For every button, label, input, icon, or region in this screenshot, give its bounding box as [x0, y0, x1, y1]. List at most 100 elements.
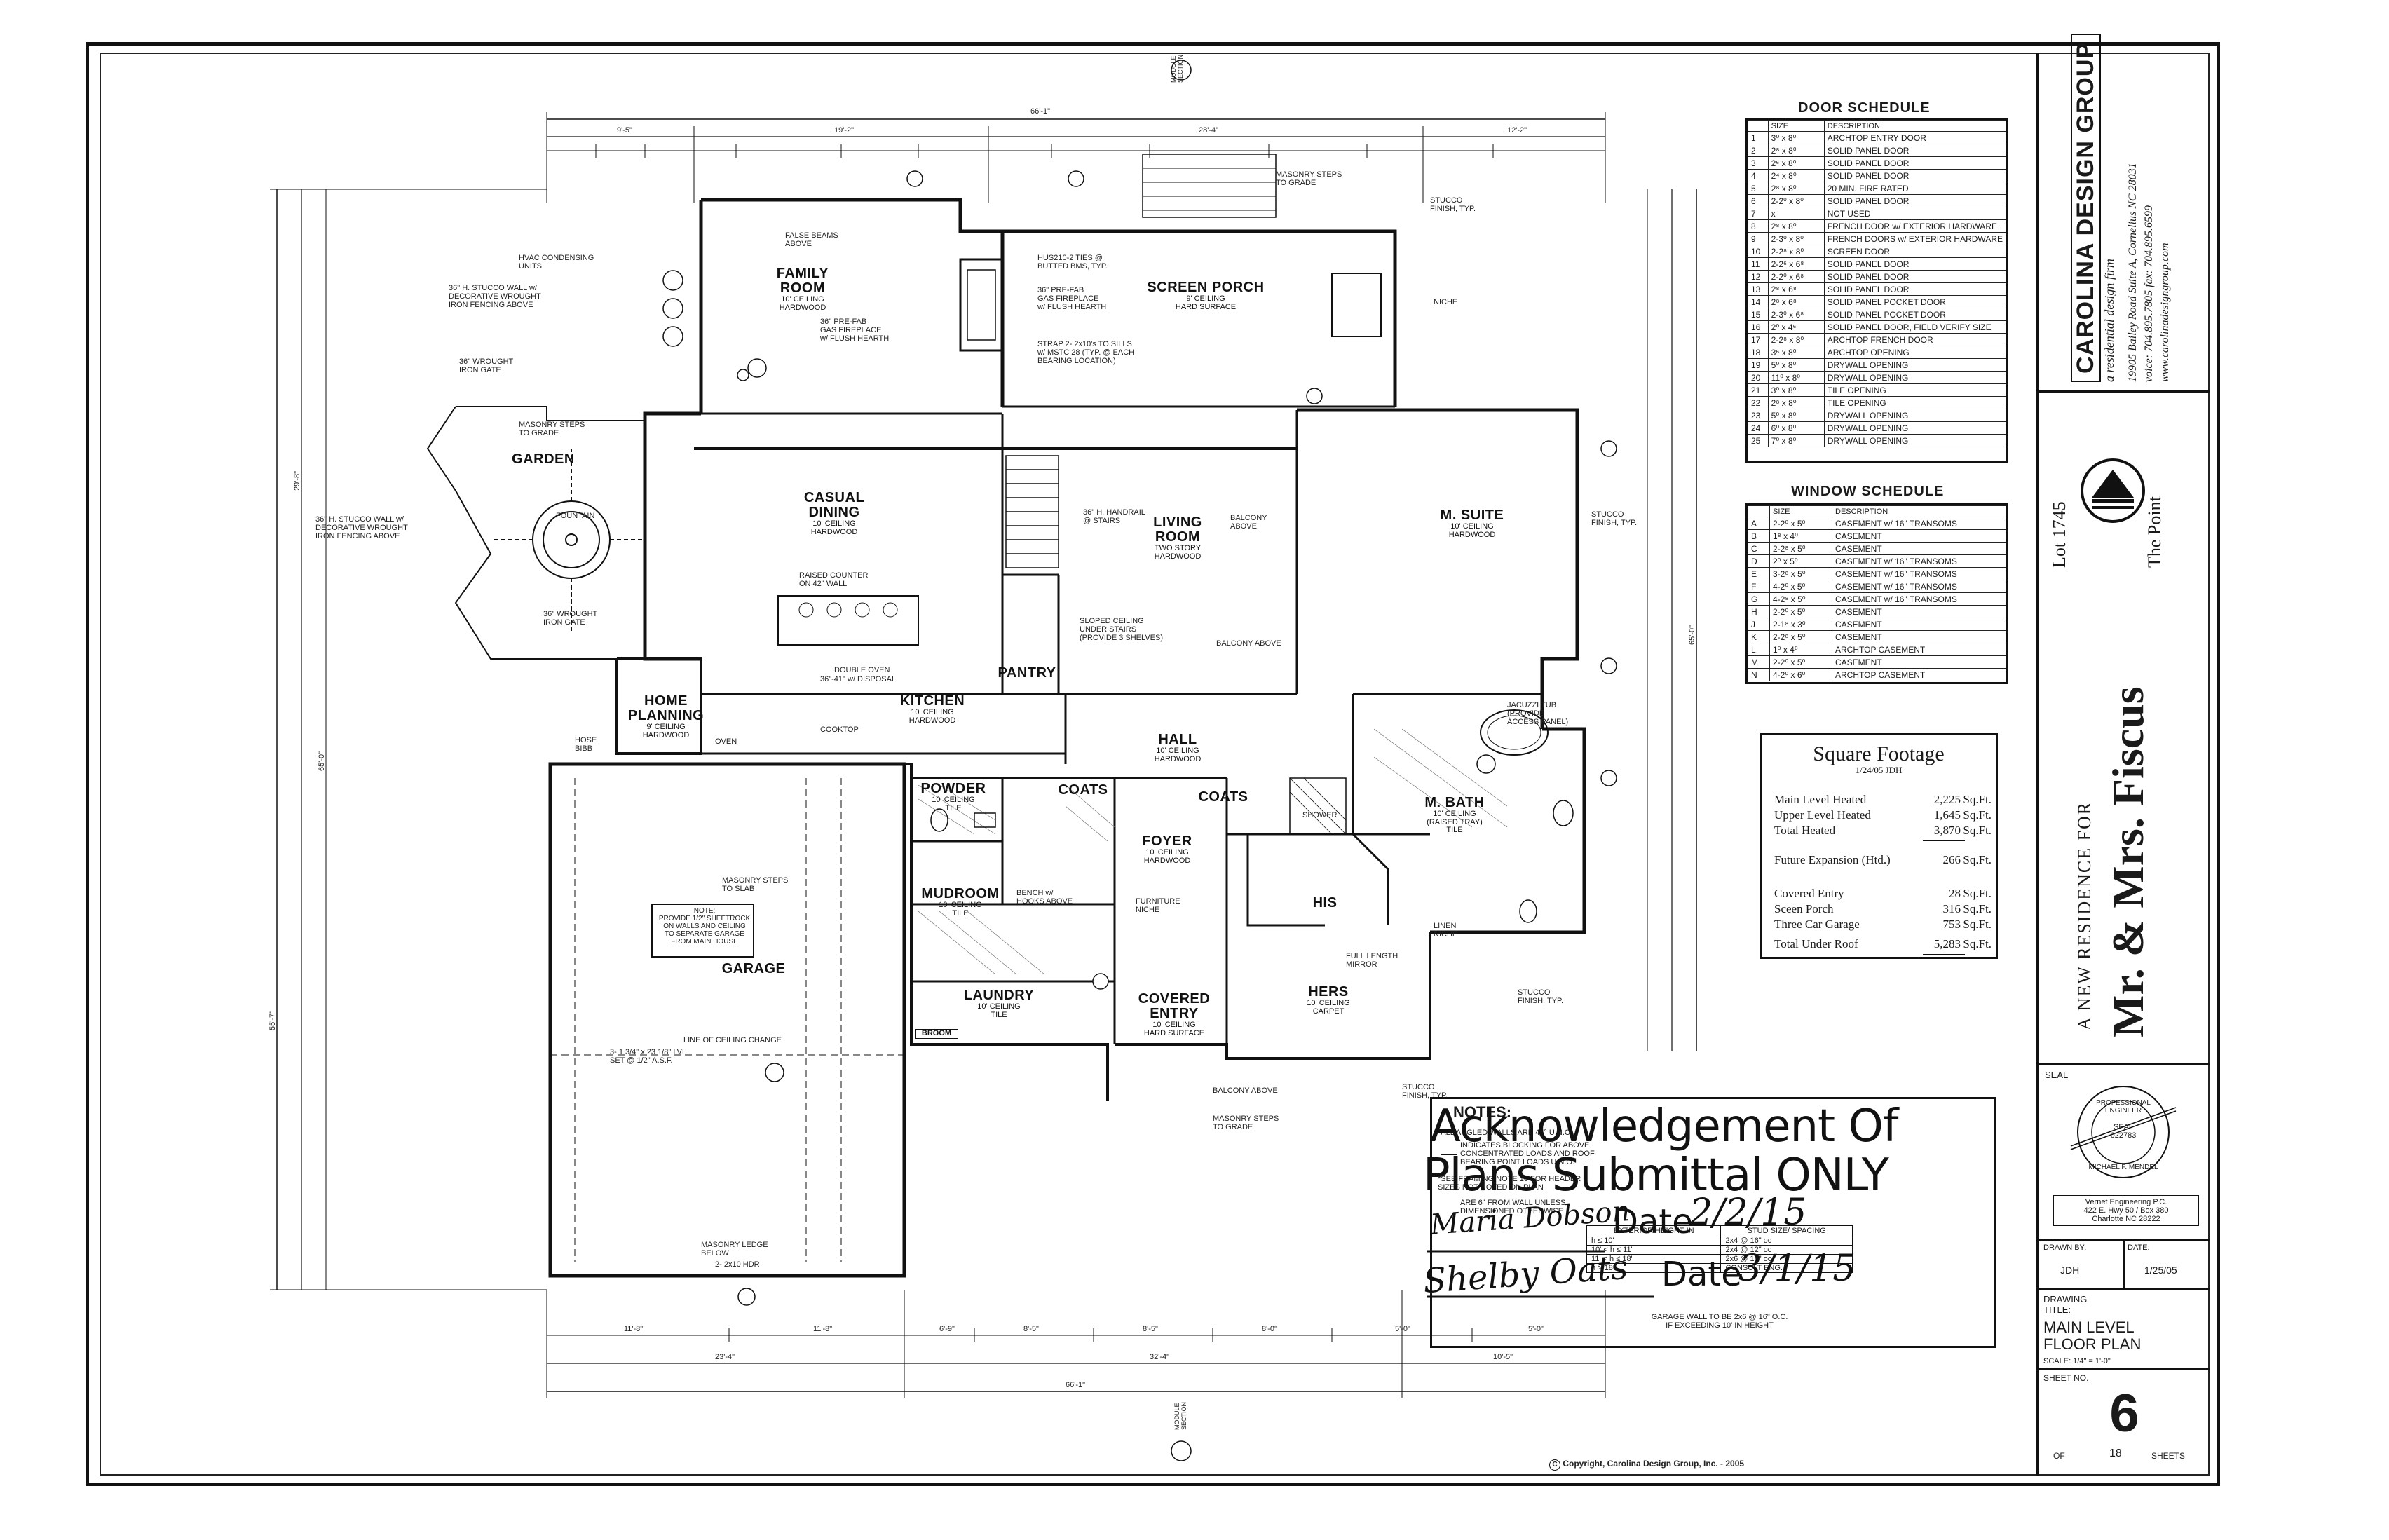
room-living: LIVING ROOM TWO STORY HARDWOOD: [1136, 515, 1220, 561]
table-cell: CASEMENT w/ 16" TRANSOMS: [1832, 567, 2006, 580]
sqft-value: 3,870: [1933, 824, 1961, 837]
drawing-title: MAIN LEVEL FLOOR PLAN: [2043, 1318, 2142, 1354]
note-handrail: 36" H. HANDRAIL @ STAIRS: [1083, 508, 1145, 526]
note-strap: STRAP 2- 2x10's TO SILLS w/ MSTC 28 (TYP…: [1037, 340, 1135, 366]
room-hers: HERS 10' CEILING CARPET: [1290, 985, 1367, 1016]
dim-b-c: 6'-9": [939, 1325, 955, 1333]
note-hvac: HVAC CONDENSING UNITS: [519, 254, 594, 271]
table-cell: B: [1748, 529, 1770, 543]
table-cell: CASEMENT: [1832, 618, 2006, 631]
room-name: LAUNDRY: [963, 988, 1035, 1003]
sqft-label: Upper Level Heated: [1774, 808, 1871, 822]
note-balcony: BALCONY ABOVE: [1230, 514, 1267, 531]
blocking-symbol-icon: [1441, 1143, 1457, 1155]
note-fireplace: 36" PRE-FAB GAS FIREPLACE w/ FLUSH HEART…: [820, 318, 890, 343]
table-cell: 6⁰ x 8⁰: [1767, 421, 1825, 435]
table-cell: 3⁶ x 8⁰: [1767, 346, 1825, 359]
table-cell: CASEMENT: [1832, 630, 2006, 643]
table-cell: h > 18': [1586, 1263, 1722, 1273]
seal-label: SEAL: [2045, 1070, 2069, 1080]
room-name: LIVING ROOM: [1153, 515, 1202, 545]
table-header-row: SIZE DESCRIPTION: [1748, 120, 2007, 132]
table-cell: DRYWALL OPENING: [1823, 434, 2007, 447]
notes-line-1: *ALL ANGLED WALLS ARE 45° U.N.O.: [1438, 1129, 1573, 1137]
room-name: M. SUITE: [1440, 507, 1504, 523]
table-row: h > 18'CONSULT ENG.: [1586, 1263, 1853, 1273]
note-cooktop: COOKTOP: [820, 725, 859, 734]
table-cell: ARCHTOP FRENCH DOOR: [1823, 333, 2007, 346]
room-name: BROOM: [921, 1029, 952, 1037]
table-cell: 2⁸ x 8⁰: [1767, 182, 1825, 195]
room-name: MUDROOM: [921, 886, 1000, 901]
copyright-text: Copyright, Carolina Design Group, Inc. -…: [1563, 1459, 1745, 1469]
sqft-unit: Sq.Ft.: [1963, 824, 1992, 837]
table-cell: 20 MIN. FIRE RATED: [1823, 182, 2007, 195]
table-cell: CASEMENT w/ 16" TRANSOMS: [1832, 554, 2006, 568]
note-hose-bibb: HOSE BIBB: [575, 736, 597, 754]
room-name: FAMILY ROOM: [776, 266, 829, 296]
table-cell: A: [1748, 517, 1770, 530]
community-logo-icon: [2081, 458, 2145, 523]
dim-b-e: 8'-5": [1143, 1325, 1158, 1333]
room-name: HOME PLANNING: [627, 693, 705, 723]
drawn-by-label: DRAWN BY:: [2043, 1243, 2087, 1252]
table-cell: 2⁸ x 8⁰: [1767, 144, 1825, 157]
firm-tagline: a residential design firm: [2102, 259, 2116, 382]
column-header: SIZE: [1767, 120, 1825, 132]
table-header-row: SIZE DESCRIPTION: [1748, 505, 2006, 517]
drawn-by-value: JDH: [2060, 1265, 2080, 1276]
table-cell: 2-3⁰ x 8⁰: [1767, 232, 1825, 245]
table-cell: CASEMENT: [1832, 529, 2006, 543]
drawing-scale: SCALE: 1/4" = 1'-0": [2043, 1357, 2111, 1365]
seal-cell: SEAL PROFESSIONAL ENGINEER SEAL 022783 M…: [2039, 1065, 2210, 1241]
room-spec: 10' CEILING TILE: [939, 901, 982, 918]
note-masonry-steps: MASONRY STEPS TO GRADE: [519, 421, 585, 438]
table-cell: 3: [1748, 156, 1769, 170]
table-cell: CASEMENT: [1832, 655, 2006, 669]
note-masonry-grade: MASONRY STEPS TO GRADE: [1213, 1115, 1279, 1132]
room-name: SCREEN PORCH: [1147, 280, 1265, 295]
table-cell: 9: [1748, 232, 1769, 245]
room-spec: 10' CEILING (RAISED TRAY) TILE: [1427, 810, 1483, 835]
table-cell: CASEMENT w/ 16" TRANSOMS: [1832, 592, 2006, 606]
notes-box: NOTES: *ALL ANGLED WALLS ARE 45° U.N.O. …: [1430, 1097, 1996, 1348]
lot-number: Lot 1745: [2049, 501, 2069, 568]
room-coats-2: COATS: [1192, 790, 1255, 805]
note-stucco-wall-2: 36" H. STUCCO WALL w/ DECORATIVE WROUGHT…: [315, 515, 408, 541]
sqft-unit: Sq.Ft.: [1963, 937, 1992, 950]
sqft-label: Three Car Garage: [1774, 918, 1860, 931]
sqft-total-rule: [1923, 840, 1965, 841]
room-his: HIS: [1300, 896, 1349, 911]
date-label-2: Date: [1661, 1255, 1742, 1294]
table-cell: 3⁰ x 8⁰: [1767, 131, 1825, 144]
room-home-planning: HOME PLANNING 9' CEILING HARDWOOD: [627, 694, 705, 740]
window-schedule-title: WINDOW SCHEDULE: [1791, 484, 1945, 499]
sqft-label: Sceen Porch: [1774, 902, 1834, 915]
dim-b-f: 8'-0": [1262, 1325, 1277, 1333]
note-hus-ties: HUS210-2 TIES @ BUTTED BMS, TYP.: [1037, 254, 1108, 271]
table-cell: 2-2⁶ x 6⁸: [1767, 257, 1825, 271]
column-header: EXTERIOR HEIGHT IN: [1586, 1225, 1722, 1236]
seal-engineer-name: MICHAEL F. MENDEL: [2088, 1164, 2158, 1171]
dim-top-1: 9'-5": [617, 126, 632, 135]
note-stucco-wall: 36" H. STUCCO WALL w/ DECORATIVE WROUGHT…: [449, 284, 541, 310]
table-cell: 2⁶ x 8⁰: [1767, 156, 1825, 170]
sqft-label: Covered Entry: [1774, 887, 1844, 900]
table-cell: F: [1748, 580, 1770, 593]
title-block: CAROLINA DESIGN GROUP a residential desi…: [2036, 33, 2210, 1476]
